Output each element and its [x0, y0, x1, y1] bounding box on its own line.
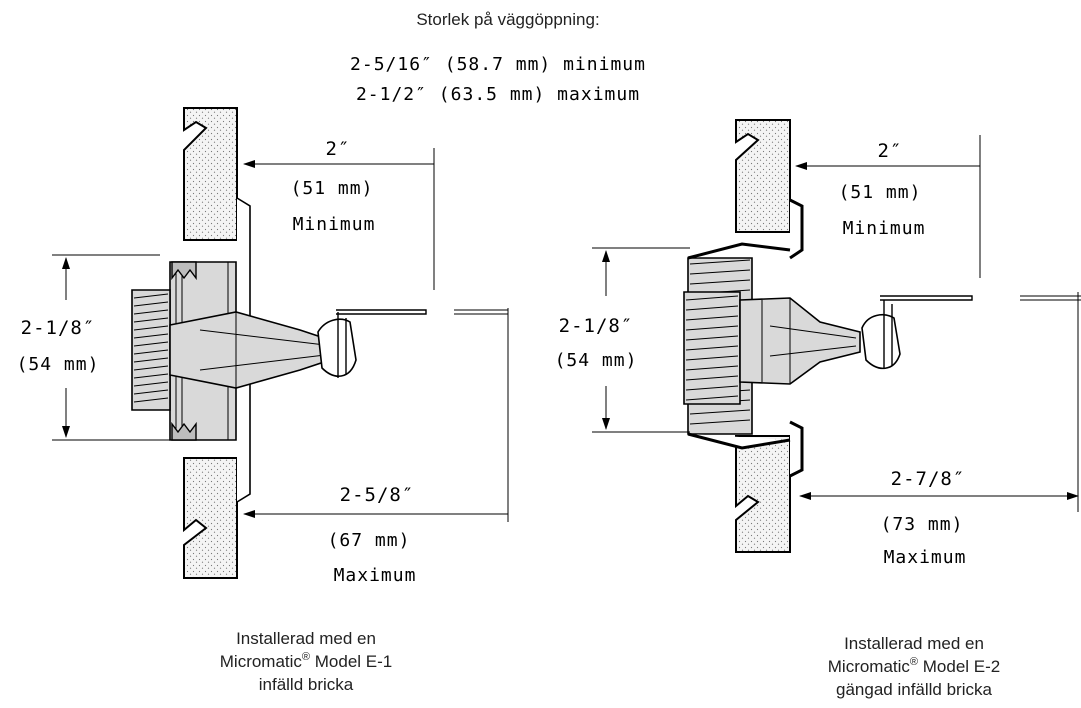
right-caption-line1: Installerad med en [844, 634, 984, 653]
right-top-dimension: 2″ (51 mm) Minimum [795, 135, 981, 278]
left-caption: Installerad med en Micromatic® Model E-1… [220, 629, 392, 694]
right-caption-line2: Micromatic® Model E-2 [828, 656, 1000, 676]
left-bottom-dim-note: Maximum [334, 565, 417, 586]
right-assembly: 2″ (51 mm) Minimum 2-1/8″ (54 mm) 2-7/8″… [555, 119, 1081, 699]
left-top-dimension: 2″ (51 mm) Minimum [243, 138, 435, 290]
left-caption-line3: infälld bricka [259, 675, 354, 694]
right-wall-upper [735, 119, 791, 233]
left-bottom-dimension: 2-5/8″ (67 mm) Maximum [243, 484, 508, 586]
right-side-dim-mm: (54 mm) [555, 350, 638, 371]
right-side-dimension: 2-1/8″ (54 mm) [555, 247, 690, 433]
right-bottom-dim-value: 2-7/8″ [891, 468, 966, 490]
left-side-dimension: 2-1/8″ (54 mm) [17, 254, 170, 441]
right-escutcheon [789, 198, 804, 478]
right-bottom-dimension: 2-7/8″ (73 mm) Maximum [799, 468, 1079, 568]
left-sprinkler-threads [131, 289, 171, 411]
right-sprinkler-frame [739, 295, 973, 385]
right-bottom-dim-mm: (73 mm) [881, 514, 964, 535]
right-bottom-dim-note: Maximum [884, 547, 967, 568]
left-top-dim-mm: (51 mm) [291, 178, 374, 199]
left-deflector-extension [454, 308, 509, 522]
right-top-dim-note: Minimum [843, 218, 926, 239]
left-bottom-dim-value: 2-5/8″ [340, 484, 415, 506]
left-top-dim-note: Minimum [293, 214, 376, 235]
left-caption-line1: Installerad med en [236, 629, 376, 648]
right-side-dim-value: 2-1/8″ [559, 315, 634, 337]
right-top-dim-value: 2″ [878, 140, 903, 162]
wall-opening-maximum: 2-1/2″ (63.5 mm) maximum [356, 84, 640, 105]
left-top-dim-value: 2″ [326, 138, 351, 160]
right-deflector-extension [1020, 292, 1081, 512]
left-wall-lower [183, 457, 238, 579]
left-side-dim-value: 2-1/8″ [21, 317, 96, 339]
left-assembly: 2″ (51 mm) Minimum 2-1/8″ (54 mm) 2-5/8″… [17, 107, 509, 694]
right-wall-lower [735, 435, 791, 553]
left-sprinkler-frame [169, 309, 427, 389]
right-top-dim-mm: (51 mm) [839, 182, 922, 203]
wall-opening-minimum: 2-5/16″ (58.7 mm) minimum [350, 54, 646, 75]
left-side-dim-mm: (54 mm) [17, 354, 100, 375]
right-sprinkler-threads [683, 291, 741, 405]
left-wall-upper [183, 107, 238, 241]
left-caption-line2: Micromatic® Model E-1 [220, 651, 392, 671]
right-caption-line3: gängad infälld bricka [836, 680, 992, 699]
left-bottom-dim-mm: (67 mm) [328, 530, 411, 551]
right-caption: Installerad med en Micromatic® Model E-2… [828, 634, 1000, 699]
wall-opening-title: Storlek på väggöppning: [416, 10, 599, 29]
